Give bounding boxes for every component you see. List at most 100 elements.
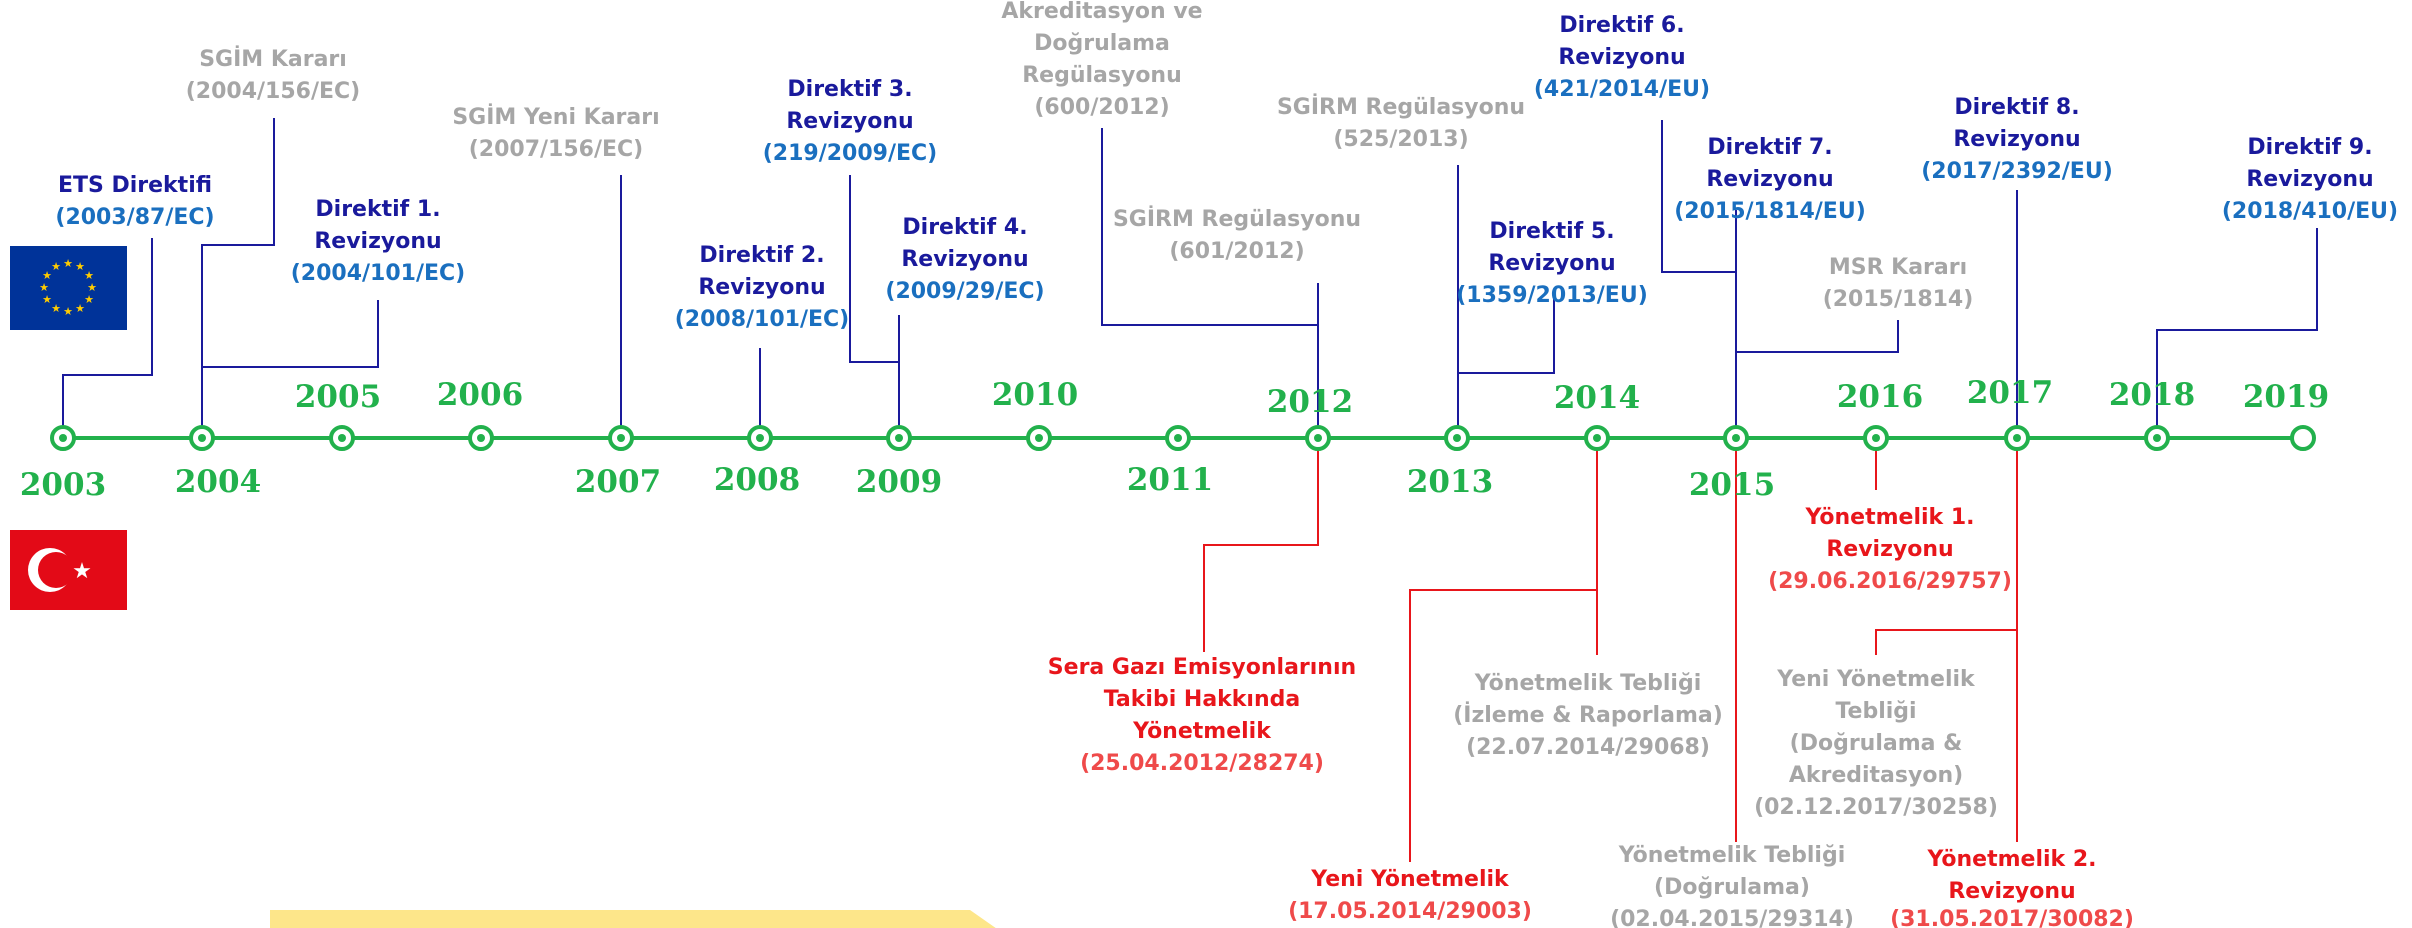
eu-event: Direktif 9. Revizyonu (2018/410/EU) bbox=[2222, 135, 2398, 224]
eu-event-labels: ETS Direktifi (2003/87/EC) SGİM Kararı (… bbox=[55, 0, 2398, 332]
svg-text:Direktif 6.: Direktif 6. bbox=[1559, 13, 1684, 38]
svg-text:Revizyonu: Revizyonu bbox=[1953, 127, 2080, 152]
svg-text:Direktif 4.: Direktif 4. bbox=[902, 215, 1027, 240]
year-label: 2007 bbox=[575, 464, 661, 500]
eu-event: SGİM Kararı (2004/156/EC) bbox=[186, 46, 361, 104]
timeline-nodes bbox=[50, 425, 2316, 451]
svg-text:(02.12.2017/30258): (02.12.2017/30258) bbox=[1754, 795, 1998, 820]
svg-text:SGİM Kararı: SGİM Kararı bbox=[199, 46, 347, 72]
year-label: 2003 bbox=[20, 467, 106, 503]
svg-text:ETS Direktifi: ETS Direktifi bbox=[58, 173, 212, 198]
svg-text:(2017/2392/EU): (2017/2392/EU) bbox=[1921, 159, 2113, 184]
eu-event: Akreditasyon ve Doğrulama Regülasyonu (6… bbox=[1001, 0, 1202, 120]
eu-event: Direktif 8. Revizyonu (2017/2392/EU) bbox=[1921, 95, 2113, 184]
svg-text:Direktif 9.: Direktif 9. bbox=[2247, 135, 2372, 160]
svg-text:(421/2014/EU): (421/2014/EU) bbox=[1534, 77, 1710, 102]
year-label: 2018 bbox=[2109, 377, 2195, 413]
svg-text:(601/2012): (601/2012) bbox=[1169, 239, 1304, 264]
year-label: 2012 bbox=[1267, 384, 1353, 420]
svg-text:(Doğrulama &: (Doğrulama & bbox=[1790, 731, 1963, 756]
svg-text:★: ★ bbox=[39, 281, 49, 294]
year-label: 2008 bbox=[714, 462, 800, 498]
svg-text:Doğrulama: Doğrulama bbox=[1034, 31, 1170, 56]
svg-text:Yeni Yönetmelik: Yeni Yönetmelik bbox=[1310, 867, 1510, 892]
svg-text:(Doğrulama): (Doğrulama) bbox=[1654, 875, 1810, 900]
svg-text:SGİM Yeni Kararı: SGİM Yeni Kararı bbox=[452, 104, 659, 130]
svg-text:Direktif 3.: Direktif 3. bbox=[787, 77, 912, 102]
svg-text:Revizyonu: Revizyonu bbox=[1488, 251, 1615, 276]
svg-text:Revizyonu: Revizyonu bbox=[901, 247, 1028, 272]
svg-text:Revizyonu: Revizyonu bbox=[698, 275, 825, 300]
svg-text:Direktif 1.: Direktif 1. bbox=[315, 197, 440, 222]
eu-event: SGİRM Regülasyonu (601/2012) bbox=[1113, 206, 1361, 264]
svg-text:(525/2013): (525/2013) bbox=[1333, 127, 1468, 152]
svg-text:Akreditasyon): Akreditasyon) bbox=[1789, 763, 1963, 788]
eu-event: ETS Direktifi (2003/87/EC) bbox=[55, 173, 214, 230]
svg-text:Sera Gazı Emisyonlarının: Sera Gazı Emisyonlarının bbox=[1048, 655, 1356, 680]
year-labels: 2003 2004 2005 2006 2007 2008 2009 2010 … bbox=[20, 375, 2329, 503]
tr-event: Yönetmelik 1. Revizyonu (29.06.2016/2975… bbox=[1768, 505, 2012, 594]
svg-text:(2004/101/EC): (2004/101/EC) bbox=[291, 261, 466, 286]
eu-event: SGİRM Regülasyonu (525/2013) bbox=[1277, 94, 1525, 152]
svg-text:Direktif 7.: Direktif 7. bbox=[1707, 135, 1832, 160]
svg-text:★: ★ bbox=[63, 257, 73, 270]
svg-text:★: ★ bbox=[84, 293, 94, 306]
svg-text:Regülasyonu: Regülasyonu bbox=[1022, 63, 1182, 88]
year-label: 2013 bbox=[1407, 464, 1493, 500]
svg-text:(600/2012): (600/2012) bbox=[1034, 95, 1169, 120]
svg-text:(İzleme & Raporlama): (İzleme & Raporlama) bbox=[1453, 702, 1723, 728]
svg-text:Revizyonu: Revizyonu bbox=[786, 109, 913, 134]
svg-text:Yönetmelik 1.: Yönetmelik 1. bbox=[1804, 505, 1974, 530]
eu-event: Direktif 6. Revizyonu (421/2014/EU) bbox=[1534, 13, 1710, 102]
year-label: 2011 bbox=[1127, 462, 1213, 498]
svg-text:(2009/29/EC): (2009/29/EC) bbox=[885, 279, 1044, 304]
eu-event: Direktif 3. Revizyonu (219/2009/EC) bbox=[763, 77, 938, 166]
svg-text:(2018/410/EU): (2018/410/EU) bbox=[2222, 199, 2398, 224]
svg-text:Yönetmelik Tebliği: Yönetmelik Tebliği bbox=[1618, 843, 1845, 868]
svg-text:(2004/156/EC): (2004/156/EC) bbox=[186, 79, 361, 104]
tr-event: Yeni Yönetmelik Tebliği (Doğrulama & Akr… bbox=[1754, 667, 1998, 820]
svg-text:Revizyonu: Revizyonu bbox=[2246, 167, 2373, 192]
svg-text:(31.05.2017/30082): (31.05.2017/30082) bbox=[1890, 907, 2134, 928]
svg-text:Yönetmelik: Yönetmelik bbox=[1132, 719, 1272, 744]
bottom-banner bbox=[270, 910, 996, 928]
tr-connectors bbox=[1203, 436, 2018, 862]
tr-event: Sera Gazı Emisyonlarının Takibi Hakkında… bbox=[1048, 655, 1356, 776]
svg-text:Takibi Hakkında: Takibi Hakkında bbox=[1104, 687, 1300, 712]
svg-text:★: ★ bbox=[51, 260, 61, 273]
svg-text:★: ★ bbox=[63, 305, 73, 318]
svg-text:(2015/1814/EU): (2015/1814/EU) bbox=[1674, 199, 1866, 224]
year-label: 2005 bbox=[295, 379, 381, 415]
eu-event: Direktif 4. Revizyonu (2009/29/EC) bbox=[885, 215, 1044, 304]
svg-text:Revizyonu: Revizyonu bbox=[1706, 167, 1833, 192]
year-label: 2014 bbox=[1554, 380, 1640, 416]
svg-text:(17.05.2014/29003): (17.05.2014/29003) bbox=[1288, 899, 1532, 924]
eu-event: SGİM Yeni Kararı (2007/156/EC) bbox=[452, 104, 659, 162]
year-label: 2004 bbox=[175, 464, 261, 500]
year-label: 2010 bbox=[992, 377, 1078, 413]
tr-event-labels: Sera Gazı Emisyonlarının Takibi Hakkında… bbox=[1048, 505, 2134, 928]
svg-text:(1359/2013/EU): (1359/2013/EU) bbox=[1456, 283, 1648, 308]
svg-text:Yönetmelik Tebliği: Yönetmelik Tebliği bbox=[1474, 671, 1701, 696]
svg-text:(29.06.2016/29757): (29.06.2016/29757) bbox=[1768, 569, 2012, 594]
tr-event: Yeni Yönetmelik (17.05.2014/29003) bbox=[1288, 867, 1532, 924]
svg-text:(2007/156/EC): (2007/156/EC) bbox=[469, 137, 644, 162]
year-label: 2016 bbox=[1837, 379, 1923, 415]
turkey-flag-icon: ★ bbox=[10, 530, 127, 610]
svg-text:SGİRM Regülasyonu: SGİRM Regülasyonu bbox=[1113, 206, 1361, 232]
svg-text:★: ★ bbox=[42, 293, 52, 306]
year-label: 2017 bbox=[1967, 375, 2053, 411]
year-label: 2015 bbox=[1689, 467, 1775, 503]
svg-text:Direktif 5.: Direktif 5. bbox=[1489, 219, 1614, 244]
svg-text:(219/2009/EC): (219/2009/EC) bbox=[763, 141, 938, 166]
svg-text:★: ★ bbox=[75, 260, 85, 273]
svg-text:MSR Kararı: MSR Kararı bbox=[1829, 255, 1967, 280]
tr-event: Yönetmelik Tebliği (Doğrulama) (02.04.20… bbox=[1610, 843, 1854, 928]
year-label: 2009 bbox=[856, 464, 942, 500]
year-label: 2006 bbox=[437, 377, 523, 413]
svg-text:Revizyonu: Revizyonu bbox=[1558, 45, 1685, 70]
eu-event: Direktif 2. Revizyonu (2008/101/EC) bbox=[675, 243, 850, 332]
svg-text:(25.04.2012/28274): (25.04.2012/28274) bbox=[1080, 751, 1324, 776]
svg-text:Direktif 2.: Direktif 2. bbox=[699, 243, 824, 268]
